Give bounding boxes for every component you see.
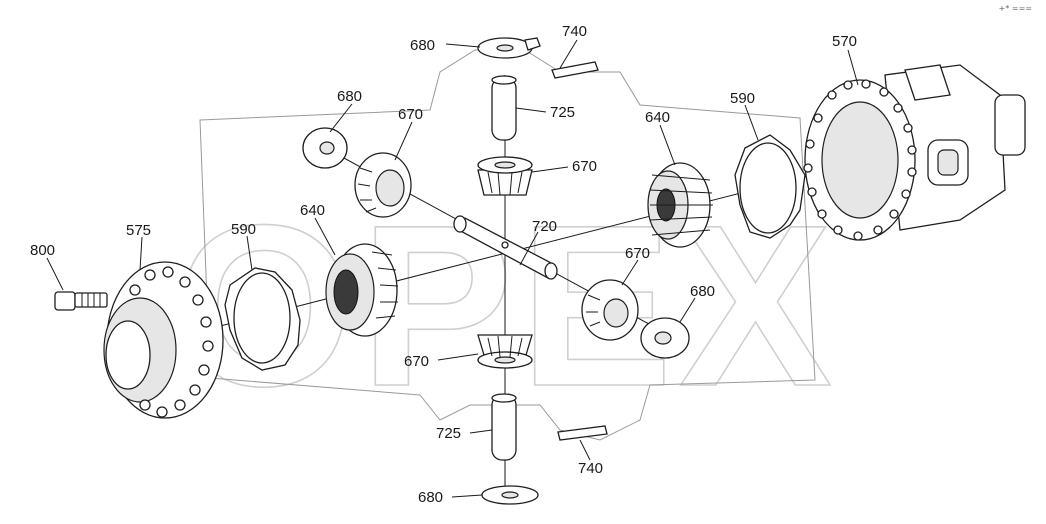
thrust-washer-680-bottom (481, 485, 539, 505)
callout-670-right: 670 (625, 245, 650, 262)
roll-pin-740-bottom (557, 425, 608, 441)
leader-570 (847, 49, 859, 86)
differential-case-575-left (103, 261, 224, 419)
leader-680-left (329, 103, 353, 133)
leader-670-bottom (437, 353, 479, 361)
callout-680-top: 680 (410, 37, 435, 54)
callout-640-left: 640 (300, 202, 325, 219)
callout-680-right: 680 (690, 283, 715, 300)
leader-720 (519, 231, 539, 266)
callout-640-right: 640 (645, 109, 670, 126)
callout-725-top: 725 (550, 104, 575, 121)
callout-670-top: 670 (572, 158, 597, 175)
callout-670-bottom: 670 (404, 353, 429, 370)
callout-590-right: 590 (730, 90, 755, 107)
leader-590-right (744, 104, 759, 141)
pin-725-bottom (491, 393, 517, 461)
thrust-washer-680-left (302, 127, 348, 169)
leader-590-left (246, 235, 253, 271)
leader-670-right (621, 259, 639, 286)
pinion-gear-670-right (581, 279, 639, 341)
pinion-gear-670-top (477, 156, 533, 196)
leader-725-top (515, 107, 547, 113)
side-gear-640-right (647, 162, 713, 248)
leader-680-top (445, 43, 481, 48)
callout-740-bottom: 740 (578, 460, 603, 477)
pinion-gear-670-top-left (354, 152, 412, 218)
bolt-800 (54, 291, 108, 311)
leader-680-right (679, 297, 696, 323)
thrust-washer-680-right (640, 317, 690, 359)
callout-800: 800 (30, 242, 55, 259)
callout-670-top-left: 670 (398, 106, 423, 123)
side-gear-640-left (325, 243, 399, 337)
cross-shaft-720 (453, 215, 558, 280)
leader-800 (46, 257, 64, 291)
leader-680-bottom (451, 494, 483, 498)
thrust-washer-680-top (477, 37, 541, 59)
pinion-gear-670-bottom (477, 334, 533, 369)
callout-725-bottom: 725 (436, 425, 461, 442)
callout-570: 570 (832, 33, 857, 50)
leader-640-left (314, 217, 336, 256)
leader-740-bottom (579, 439, 591, 461)
callout-680-bottom: 680 (418, 489, 443, 506)
pin-725-top (491, 75, 517, 141)
differential-case-570 (803, 64, 1026, 241)
leader-725-bottom (469, 429, 493, 434)
callout-575: 575 (126, 222, 151, 239)
leader-740-top (559, 39, 578, 69)
leader-640-right (659, 124, 676, 166)
thrust-washer-590-right (734, 134, 806, 239)
leader-575 (139, 236, 143, 271)
callout-590-left: 590 (231, 221, 256, 238)
corner-mark: +* === (998, 4, 1032, 13)
leader-670-top (531, 166, 569, 173)
roll-pin-740-top (551, 61, 599, 79)
thrust-washer-590-left (224, 267, 301, 371)
callout-720: 720 (532, 218, 557, 235)
callout-680-left: 680 (337, 88, 362, 105)
leader-670-top-left (394, 121, 413, 161)
callout-740-top: 740 (562, 23, 587, 40)
